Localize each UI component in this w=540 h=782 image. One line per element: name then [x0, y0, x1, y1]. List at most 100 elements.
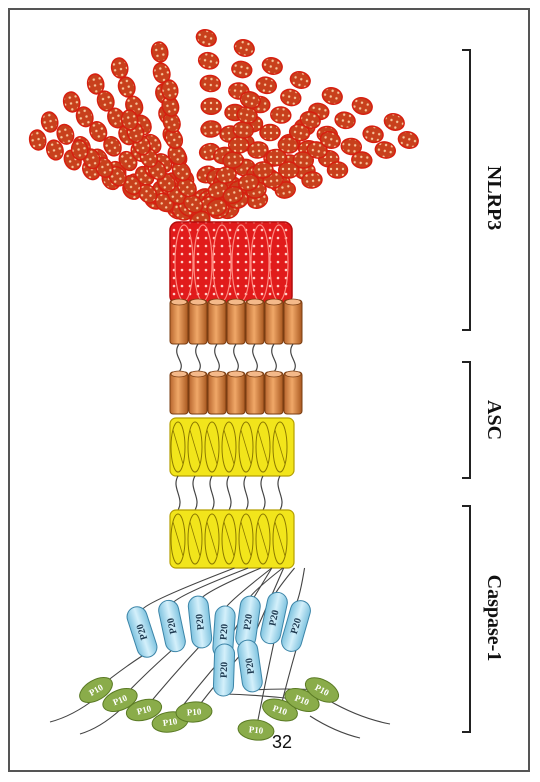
lrr-bead — [150, 41, 170, 64]
label-caspase-1: Caspase-1 — [483, 575, 505, 662]
lrr-bead — [260, 55, 284, 76]
p20-label: P20 — [244, 657, 257, 674]
lrr-bead — [28, 129, 48, 152]
lrr-bead — [110, 57, 130, 80]
lrr-bead — [350, 95, 374, 116]
asc-pyd-cylinder-cap — [228, 371, 244, 377]
card-linker-lines — [176, 476, 282, 510]
nlrp3-pyd-cylinder-cap — [190, 299, 206, 305]
figure-frame: P20P20P20P20P20P20P20P20P20P10P10P10P10P… — [8, 8, 530, 772]
pyd-linker — [234, 344, 239, 372]
p20-subunit: P20 — [157, 598, 187, 653]
lrr-bead — [255, 75, 278, 95]
asc-pyd-cylinder-cap — [209, 371, 225, 377]
asc-pyd-cylinder — [189, 372, 207, 414]
tail-linker — [80, 710, 120, 734]
card-linker — [210, 476, 214, 510]
pyd-linker — [291, 344, 296, 372]
label-asc: ASC — [483, 400, 505, 440]
nlrp3-lrr-domain-cluster — [28, 27, 420, 232]
pyd-linker — [196, 344, 201, 372]
pyd-linker-lines — [177, 344, 296, 372]
tail-linker — [328, 700, 390, 724]
lrr-bead — [351, 151, 373, 169]
asc-pyd-cylinder — [208, 372, 226, 414]
pyd-linker — [253, 344, 258, 372]
nlrp3-nacht-domain — [170, 222, 292, 304]
caspase-card-domain — [170, 510, 294, 568]
nlrp3-pyd-cylinder — [189, 300, 207, 344]
p20-label: P20 — [218, 624, 230, 641]
nlrp3-pyd-cylinder-cap — [285, 299, 301, 305]
card-linker — [193, 476, 197, 510]
asc-pyd-cylinder-cap — [247, 371, 263, 377]
asc-pyd-cylinder-cap — [190, 371, 206, 377]
nlrp3-pyd-cylinder — [170, 300, 188, 344]
asc-card-domain — [170, 418, 294, 476]
lrr-bead — [334, 110, 357, 130]
nlrp3-pyd-cylinder — [265, 300, 283, 344]
lrr-bead — [116, 75, 137, 99]
lrr-bead — [328, 162, 348, 178]
lrr-bead — [200, 120, 222, 138]
lrr-bead — [194, 27, 218, 48]
bracket-nlrp3 — [462, 50, 470, 330]
caspase-linker — [296, 568, 305, 604]
p20-label: P20 — [242, 613, 255, 630]
p10-subunit: P10 — [237, 718, 275, 742]
nlrp3-pyd-cylinder-cap — [266, 299, 282, 305]
p20-subunit: P20 — [124, 604, 159, 660]
lrr-bead — [320, 85, 344, 106]
asc-pyd-cylinder — [227, 372, 245, 414]
lrr-bead — [232, 37, 256, 58]
card-linker — [244, 476, 248, 510]
lrr-bead — [362, 124, 385, 144]
p20-subunit: P20 — [213, 644, 235, 697]
lrr-bead — [374, 140, 397, 160]
nlrp3-pyd-cylinder — [246, 300, 264, 344]
lrr-bead — [396, 129, 420, 150]
nlrp3-pyd-cylinders — [170, 299, 302, 344]
asc-pyd-cylinder — [170, 372, 188, 414]
tail-linker — [310, 716, 360, 738]
inflammasome-diagram: P20P20P20P20P20P20P20P20P20P10P10P10P10P… — [10, 10, 532, 774]
asc-pyd-cylinders — [170, 371, 302, 414]
lrr-bead — [230, 60, 253, 80]
lrr-bead — [197, 51, 220, 71]
nlrp3-pyd-cylinder-cap — [247, 299, 263, 305]
p10-label: P10 — [186, 706, 202, 717]
lrr-bead — [201, 98, 221, 114]
lrr-bead — [279, 88, 302, 108]
pyd-linker — [215, 344, 220, 372]
asc-pyd-cylinder — [246, 372, 264, 414]
card-linker — [278, 476, 282, 510]
asc-pyd-cylinder-cap — [266, 371, 282, 377]
lrr-bead — [200, 74, 222, 92]
p20-label: P20 — [219, 662, 231, 678]
p10-subunit: P10 — [175, 701, 212, 723]
pyd-linker — [177, 344, 182, 372]
page-number: 32 — [272, 732, 292, 752]
nlrp3-pyd-cylinder-cap — [209, 299, 225, 305]
lrr-bead — [229, 137, 249, 153]
lrr-bead — [382, 111, 406, 132]
caspase-linker — [172, 568, 248, 604]
p10-label: P10 — [162, 716, 178, 728]
p20-subunit: P20 — [236, 639, 263, 693]
label-nlrp3: NLRP3 — [483, 166, 505, 230]
lrr-bead — [288, 69, 312, 90]
card-linker — [176, 476, 180, 510]
nlrp3-pyd-cylinder — [284, 300, 302, 344]
lrr-bead — [270, 106, 292, 124]
bracket-asc — [462, 362, 470, 478]
asc-pyd-cylinder-cap — [171, 371, 187, 377]
nlrp3-pyd-cylinder-cap — [171, 299, 187, 305]
nlrp3-pyd-cylinder — [227, 300, 245, 344]
pyd-linker — [272, 344, 277, 372]
asc-pyd-cylinder — [265, 372, 283, 414]
asc-pyd-cylinder-cap — [285, 371, 301, 377]
p20-label: P20 — [194, 613, 207, 630]
lrr-bead — [260, 125, 280, 141]
asc-pyd-cylinder — [284, 372, 302, 414]
